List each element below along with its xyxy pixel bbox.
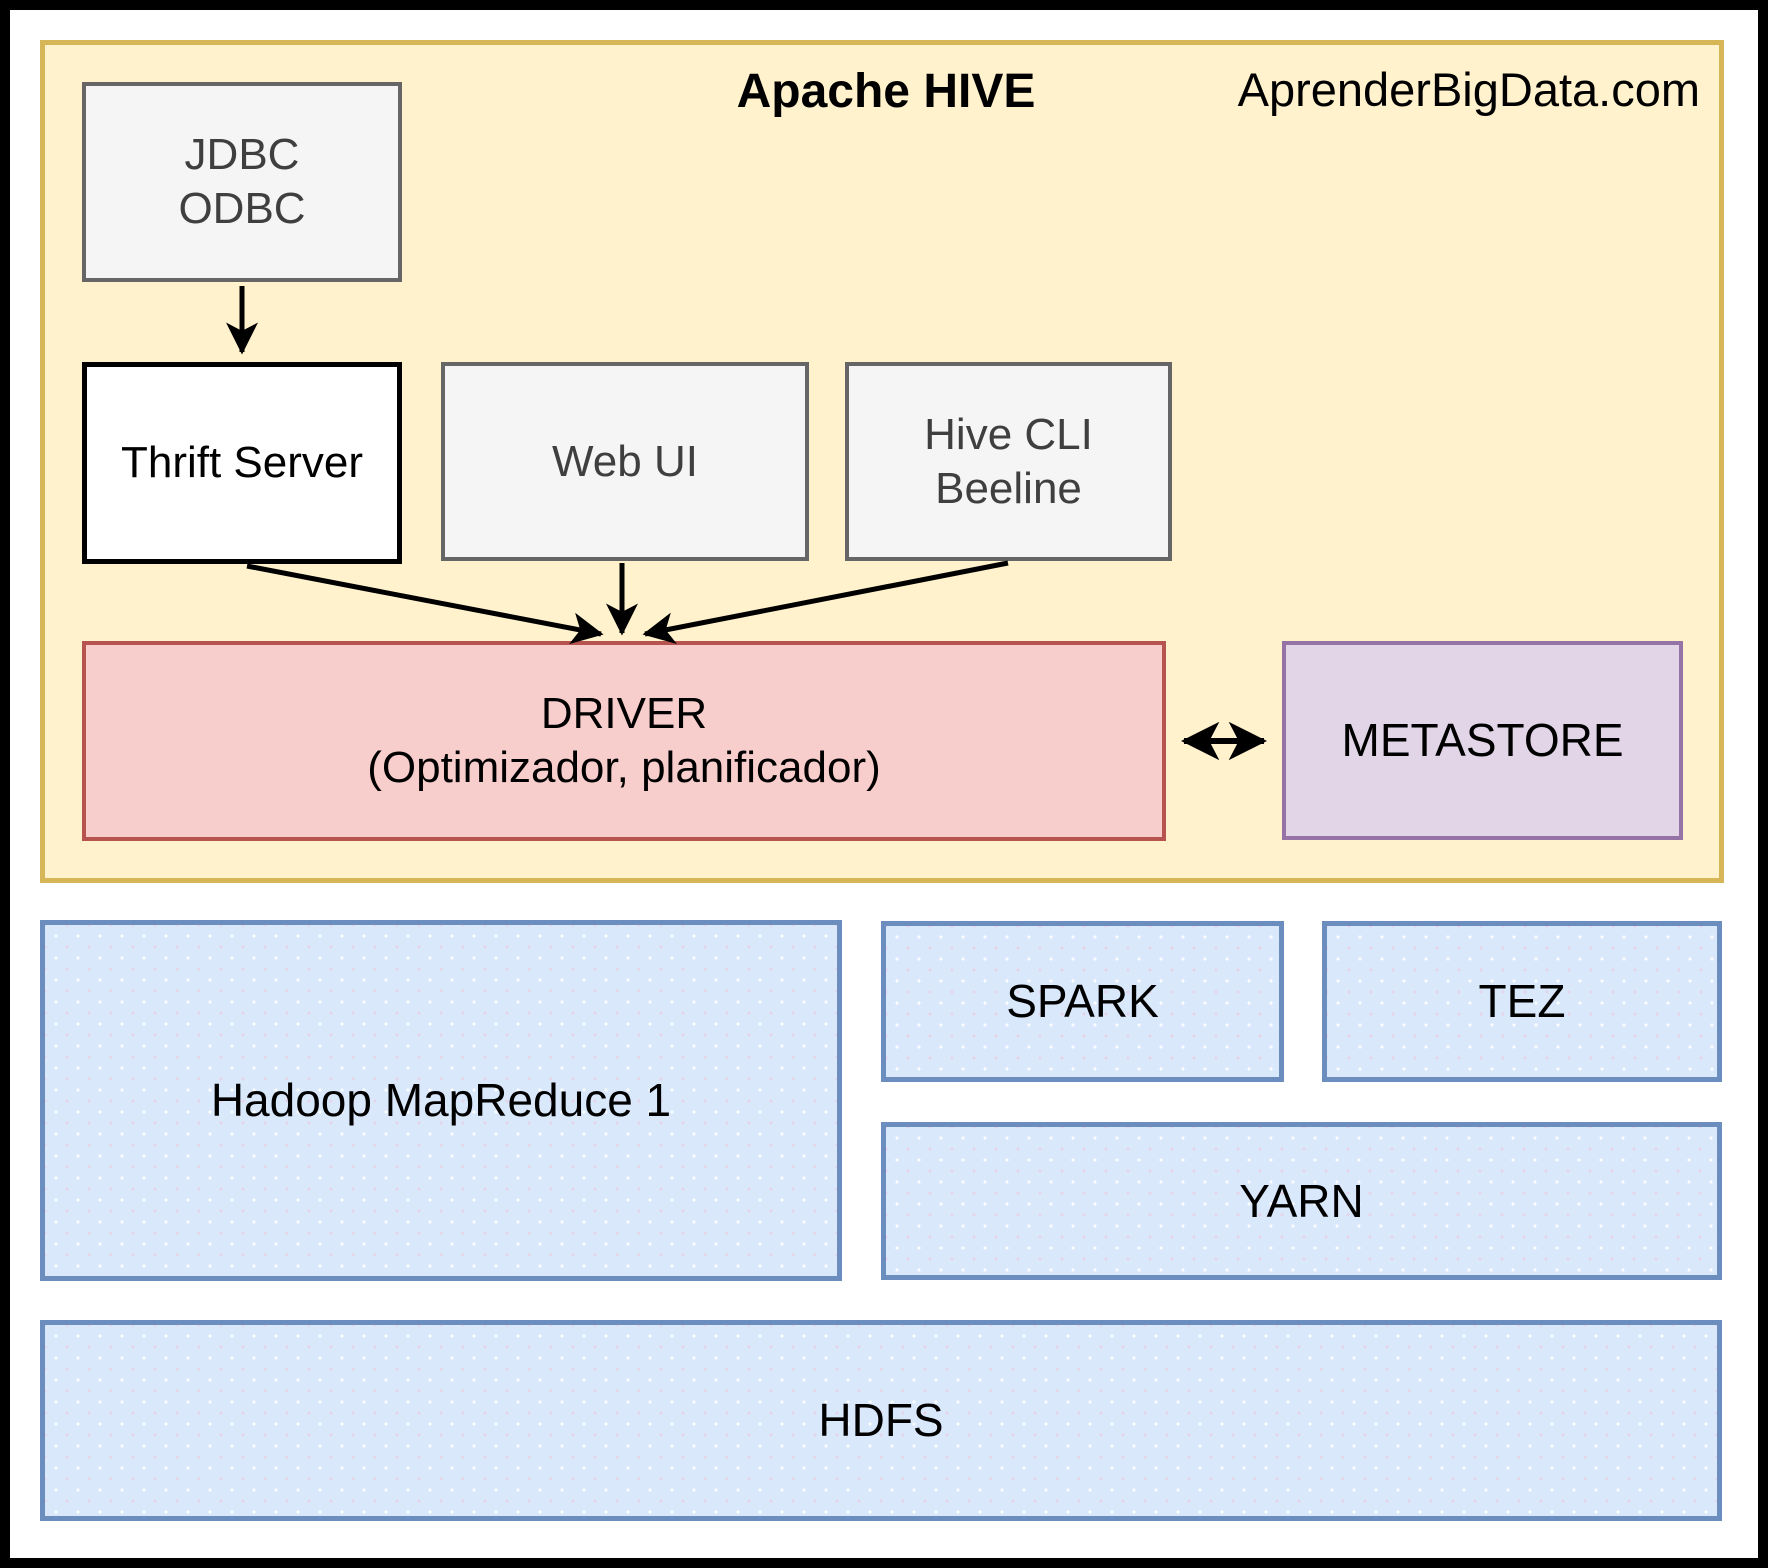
web-ui-box: Web UI bbox=[441, 362, 809, 561]
driver-box: DRIVER (Optimizador, planificador) bbox=[82, 641, 1166, 841]
jdbc-odbc-box: JDBC ODBC bbox=[82, 82, 402, 282]
driver-label: DRIVER bbox=[540, 689, 708, 739]
hdfs-box: HDFS bbox=[40, 1320, 1722, 1521]
tez-label: TEZ bbox=[1478, 975, 1566, 1028]
hadoop-mapreduce-label: Hadoop MapReduce 1 bbox=[210, 1074, 672, 1127]
jdbc-label: JDBC bbox=[184, 130, 300, 180]
hive-cli-label: Hive CLI bbox=[924, 409, 1093, 459]
metastore-box: METASTORE bbox=[1282, 641, 1683, 840]
diagram-title: Apache HIVE bbox=[736, 65, 1036, 118]
thrift-server-label: Thrift Server bbox=[120, 438, 364, 488]
yarn-box: YARN bbox=[881, 1122, 1722, 1280]
spark-box: SPARK bbox=[881, 921, 1284, 1082]
hadoop-mapreduce-box: Hadoop MapReduce 1 bbox=[40, 920, 842, 1281]
hdfs-label: HDFS bbox=[818, 1394, 944, 1447]
thrift-server-box: Thrift Server bbox=[82, 362, 402, 564]
metastore-label: METASTORE bbox=[1341, 714, 1624, 767]
watermark-text: AprenderBigData.com bbox=[1237, 63, 1700, 116]
driver-sublabel: (Optimizador, planificador) bbox=[367, 743, 881, 792]
spark-label: SPARK bbox=[1006, 975, 1159, 1028]
yarn-label: YARN bbox=[1239, 1174, 1364, 1227]
beeline-label: Beeline bbox=[935, 463, 1082, 513]
tez-box: TEZ bbox=[1322, 921, 1722, 1082]
web-ui-label: Web UI bbox=[552, 436, 698, 486]
odbc-label: ODBC bbox=[178, 184, 306, 233]
hive-cli-beeline-box: Hive CLI Beeline bbox=[845, 362, 1172, 561]
